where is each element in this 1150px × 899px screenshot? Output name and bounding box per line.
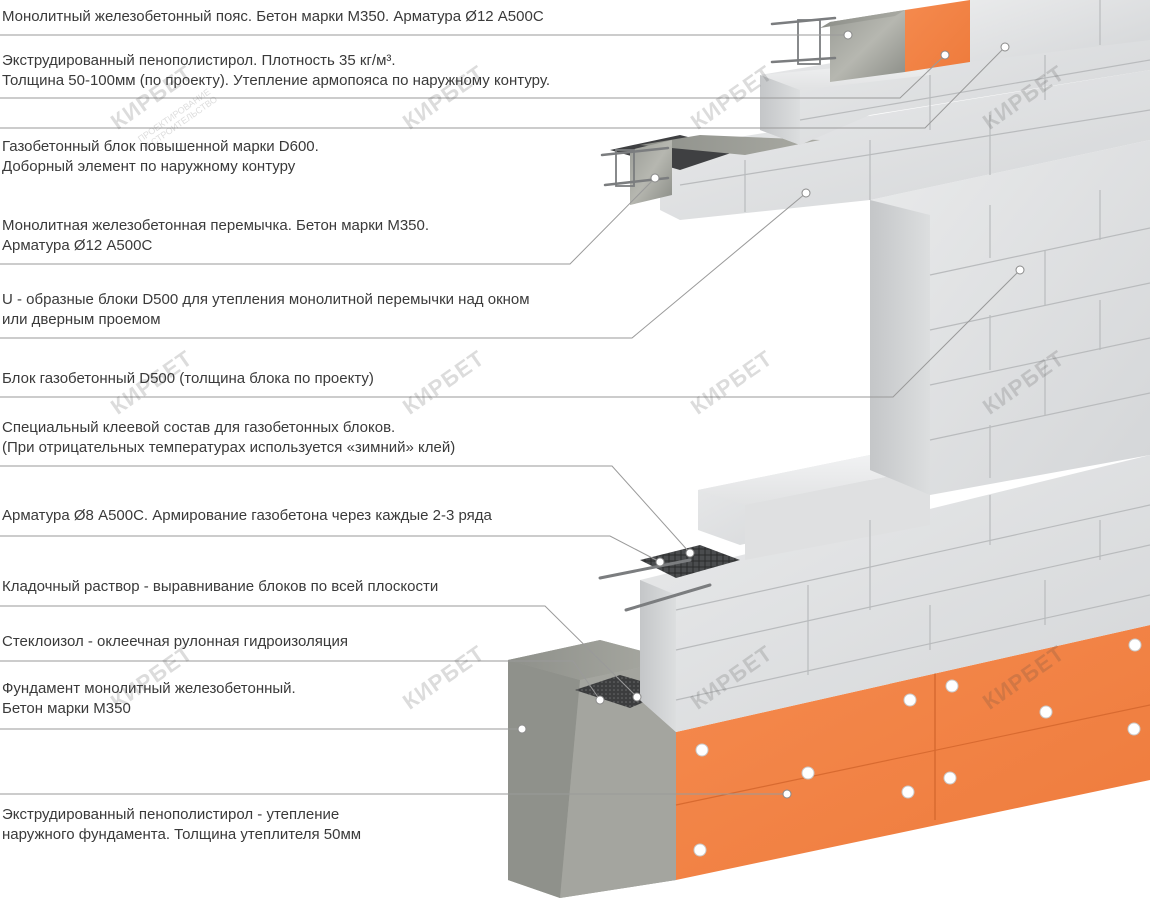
label-line: Толщина 50-100мм (по проекту). Утепление…	[2, 72, 551, 89]
top-belt	[760, 0, 1150, 145]
label-lintel: Монолитная железобетонная перемычка. Бет…	[2, 216, 429, 256]
wall-pier	[870, 140, 1150, 495]
leader-lines	[0, 34, 1021, 795]
label-line: Фундамент монолитный железобетонный.	[2, 680, 296, 697]
label-armopoyas: Монолитный железобетонный пояс. Бетон ма…	[2, 7, 544, 27]
label-line: Бетон марки М350	[2, 700, 131, 717]
label-line: Блок газобетонный D500 (толщина блока по…	[2, 370, 374, 387]
label-block-d600: Газобетонный блок повышенной марки D600.…	[2, 137, 319, 177]
label-line: Доборный элемент по наружному контуру	[2, 158, 296, 175]
label-line: Арматура Ø8 А500С. Армирование газобетон…	[2, 507, 492, 524]
lintel	[600, 70, 1150, 220]
label-line: наружного фундамента. Толщина утеплителя…	[2, 826, 362, 843]
label-line: Газобетонный блок повышенной марки D600.	[2, 138, 319, 155]
label-rebar-8: Арматура Ø8 А500С. Армирование газобетон…	[2, 506, 492, 526]
label-line: Кладочный раствор - выравнивание блоков …	[2, 578, 439, 595]
label-line: Экструдированный пенополистирол. Плотнос…	[2, 52, 396, 69]
label-line: или дверным проемом	[2, 311, 161, 328]
label-line: Монолитный железобетонный пояс. Бетон ма…	[2, 8, 544, 25]
foundation-insulation	[675, 625, 1150, 880]
label-u-blocks: U - образные блоки D500 для утепления мо…	[2, 290, 530, 330]
label-glue: Специальный клеевой состав для газобетон…	[2, 418, 455, 458]
label-block-d500: Блок газобетонный D500 (толщина блока по…	[2, 369, 374, 389]
label-stekloizol: Стеклоизол - оклеечная рулонная гидроизо…	[2, 632, 348, 652]
label-line: Стеклоизол - оклеечная рулонная гидроизо…	[2, 633, 348, 650]
foundation	[508, 640, 676, 898]
leader-dots	[517, 30, 1025, 799]
label-line: U - образные блоки D500 для утепления мо…	[2, 291, 530, 308]
label-foundation: Фундамент монолитный железобетонный. Бет…	[2, 679, 296, 719]
label-line: Специальный клеевой состав для газобетон…	[2, 419, 396, 436]
label-eps-found: Экструдированный пенополистирол - утепле…	[2, 805, 361, 845]
label-line: Экструдированный пенополистирол - утепле…	[2, 806, 340, 823]
label-line: Арматура Ø12 А500С	[2, 237, 153, 254]
label-line: (При отрицательных температурах использу…	[2, 439, 456, 456]
label-mortar: Кладочный раствор - выравнивание блоков …	[2, 577, 438, 597]
label-eps-top: Экструдированный пенополистирол. Плотнос…	[2, 51, 550, 91]
label-line: Монолитная железобетонная перемычка. Бет…	[2, 217, 430, 234]
